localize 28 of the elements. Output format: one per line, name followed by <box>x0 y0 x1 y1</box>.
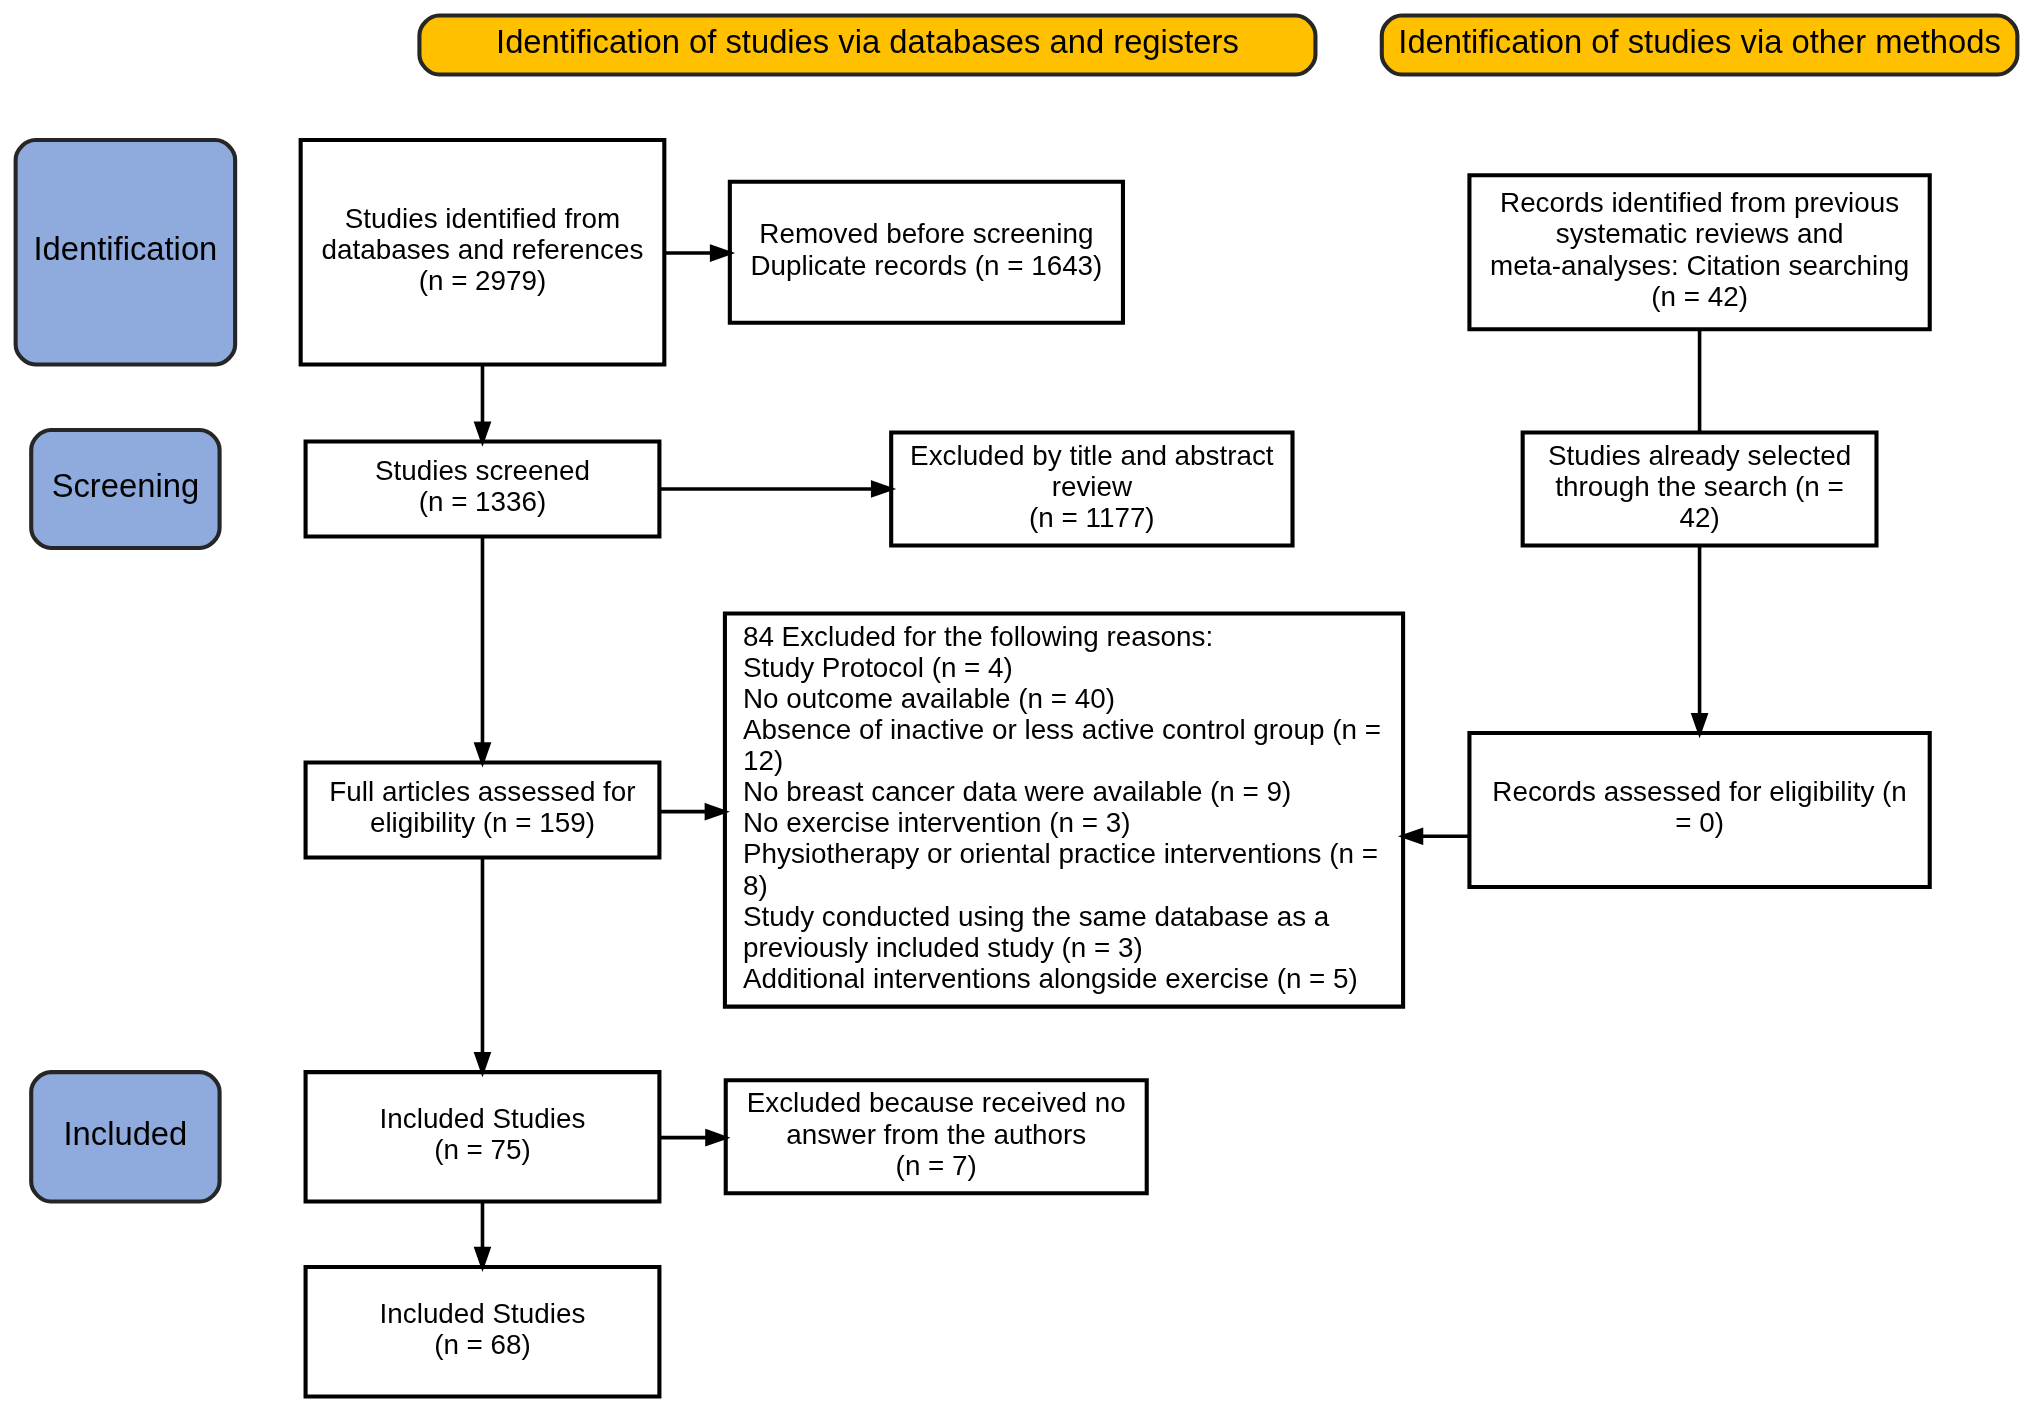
arrow <box>659 480 896 498</box>
node-box: Studies identified from databases and references (n = 2979) <box>298 138 666 367</box>
node-box: Identification of studies via databases and registers <box>416 13 1317 77</box>
arrow <box>1690 545 1708 739</box>
node-box: Identification <box>13 138 237 367</box>
arrow <box>663 244 735 262</box>
node-box: Excluded because received no answer from the authors (n = 7) <box>723 1078 1149 1196</box>
node-box: Records assessed for eligibility (n = 0) <box>1466 731 1932 890</box>
arrow <box>473 857 491 1078</box>
node-box: Records identified from previous systematic reviews and meta-analyses: Citation searching (n = 42) <box>1466 173 1932 332</box>
node-box: 84 Excluded for the following reasons: Study Protocol (n = 4) No outcome available (n = 40) Absence of inactive or less active control group (n = 12) No breast cancer data were available (n = 9) No exercise intervention (n = 3) Physiotherapy or oriental practice interventions (n = 8) Study conducted using the same database as a previously included study (n = 3) Additional interventions alongside exercise (n = 5) <box>722 611 1405 1009</box>
arrow <box>473 1201 491 1272</box>
node-box: Excluded by title and abstract review (n = 1177) <box>888 430 1295 548</box>
node-box: Included Studies (n = 75) <box>303 1070 661 1204</box>
arrow <box>1397 827 1469 846</box>
node-box: Included Studies (n = 68) <box>303 1265 661 1399</box>
node-box: Studies already selected through the search (n = 42) <box>1520 430 1879 548</box>
arrow <box>473 365 491 447</box>
arrow <box>659 1128 730 1147</box>
connector <box>1697 329 1701 433</box>
node-box: Identification of studies via other methods <box>1379 13 2019 77</box>
node-box: Full articles assessed for eligibility (n = 159) <box>303 760 661 860</box>
node-box: Removed before screening Duplicate records (n = 1643) <box>727 179 1125 325</box>
node-box: Included <box>28 1070 222 1204</box>
arrow <box>473 537 491 768</box>
node-box: Studies screened (n = 1336) <box>303 439 661 539</box>
node-box: Screening <box>28 427 222 550</box>
arrow <box>659 802 730 821</box>
